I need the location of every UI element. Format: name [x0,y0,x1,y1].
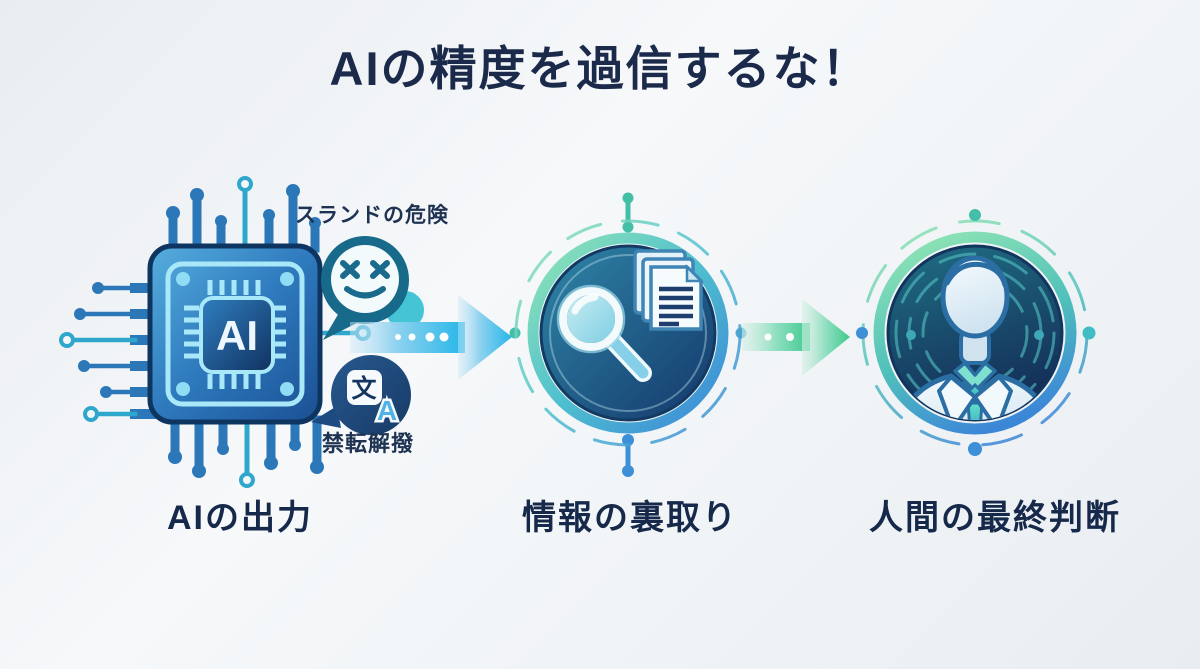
page-title: AIの精度を過信するな！ [329,42,871,95]
caption-fact-check: 情報の裏取り [522,499,738,537]
connector-nodes [509,192,747,477]
caption-ai-output: AIの出力 [167,499,313,537]
translation-bubble-icon: 文 A [311,355,411,435]
translation-latin-glyph: A [377,395,397,426]
chip-body: AI [147,243,323,425]
chip-ai-label: AI [216,312,258,359]
connector-nodes [856,209,1096,456]
flow-arrow-1-icon [350,295,512,380]
fact-check-badge [509,192,747,477]
magnifier-icon [556,284,652,382]
ai-chip-icon: AI 文 A [59,176,428,488]
translation-cjk-glyph: 文 [351,374,377,403]
mischievous-chat-bubble-icon [321,236,428,348]
annotation-mistranslation: 禁転解撥 [322,431,415,456]
flow-arrow-2-icon [742,299,850,376]
human-judgment-badge [856,209,1096,456]
caption-human-judgment: 人間の最終判断 [869,499,1121,537]
annotation-hallucination-risk: スランドの危険 [295,204,449,227]
documents-icon [633,249,705,331]
chip-pins [59,176,371,488]
